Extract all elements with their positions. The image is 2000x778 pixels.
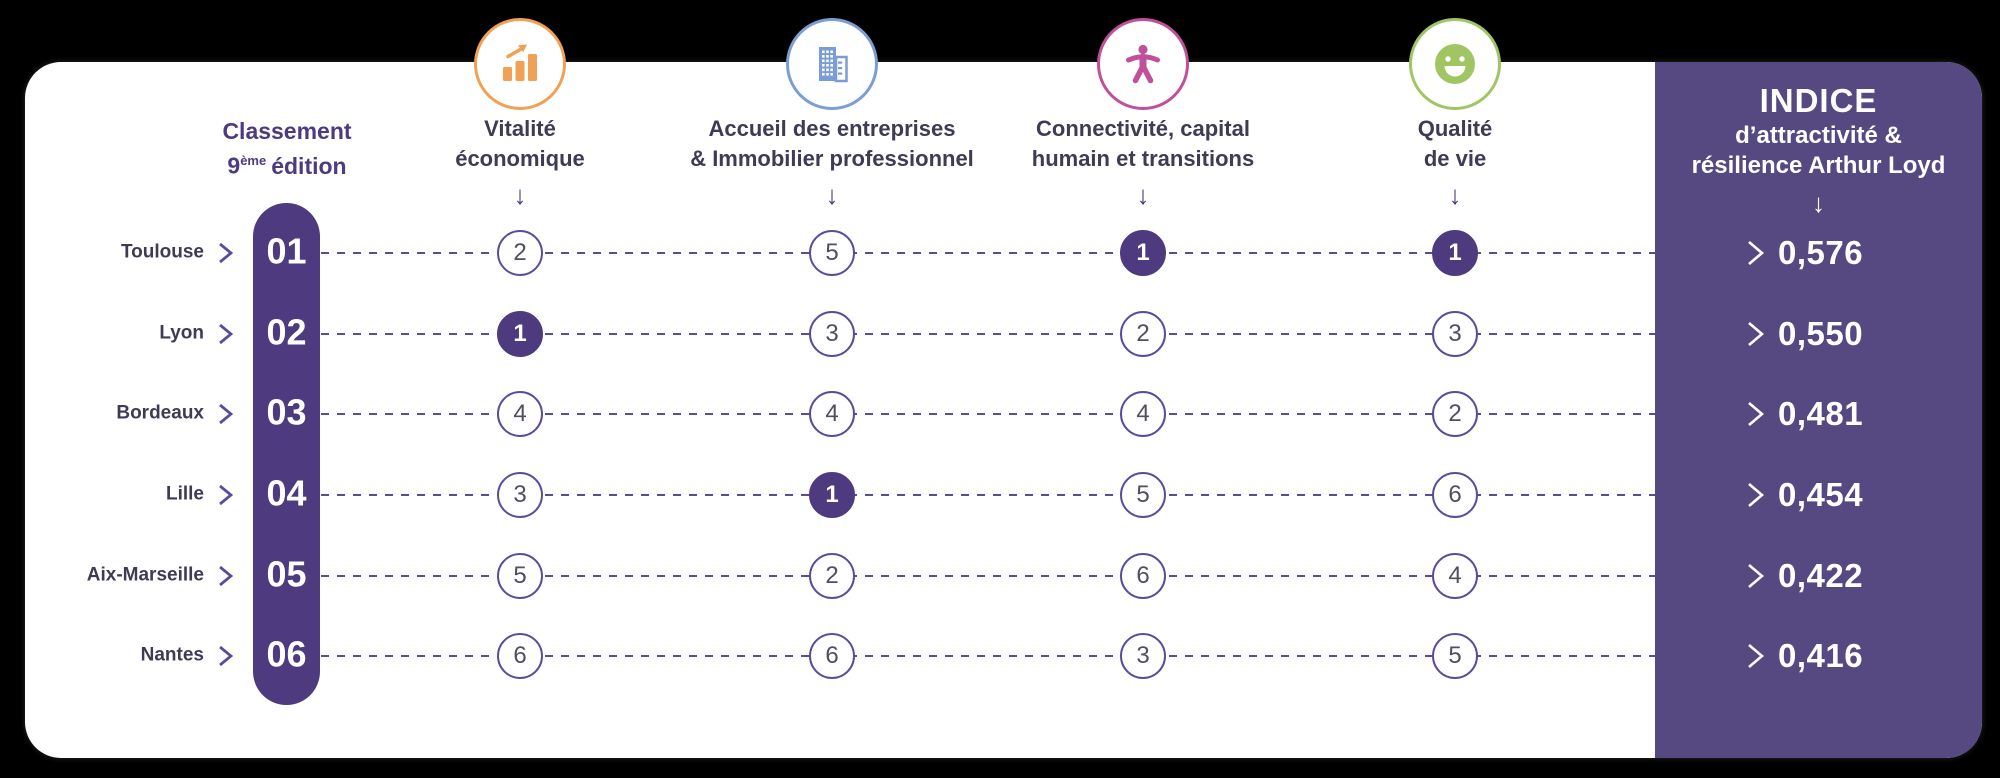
score-circle: 3 (1432, 311, 1478, 357)
city-label: Nantes (140, 644, 204, 666)
city-label: Aix-Marseille (86, 564, 204, 586)
score-circle-top-rank: 1 (809, 472, 855, 518)
down-arrow-icon: ↓ (1136, 180, 1150, 210)
index-panel: INDICE d’attractivité & résilience Arthu… (1655, 62, 1982, 758)
score-circle: 2 (1432, 391, 1478, 437)
score-circle: 5 (809, 230, 855, 276)
score-circle-top-rank: 1 (497, 311, 543, 357)
index-value-row: 0,550 (1747, 315, 1863, 353)
index-value-row: 0,422 (1747, 557, 1863, 595)
index-panel-title: INDICE (1759, 82, 1878, 119)
rank-badge: 02 (266, 311, 307, 353)
ranking-bar (253, 203, 320, 705)
chevron-right-icon (1748, 241, 1764, 265)
score-circle: 2 (1120, 311, 1166, 357)
chevron-right-icon (218, 645, 234, 672)
bar-chart-icon (474, 18, 566, 110)
score-circle: 3 (1120, 633, 1166, 679)
score-circle: 4 (1120, 391, 1166, 437)
index-panel-subtitle-line2: résilience Arthur Loyd (1691, 152, 1946, 179)
index-value: 0,422 (1778, 557, 1864, 594)
index-value: 0,481 (1778, 395, 1864, 432)
column-label-accueil: Accueil des entreprises& Immobilier prof… (690, 116, 974, 171)
chevron-right-icon (218, 484, 234, 511)
chevron-right-icon (1748, 483, 1764, 507)
score-circle: 3 (497, 472, 543, 518)
person-icon (1097, 18, 1189, 110)
score-circle-top-rank: 1 (1432, 230, 1478, 276)
rank-badge: 06 (266, 633, 307, 675)
score-circle: 2 (809, 553, 855, 599)
chevron-right-icon (218, 323, 234, 350)
row-dashed-line (321, 575, 1655, 577)
column-header-accueil: Accueil des entreprises& Immobilier prof… (662, 0, 1002, 220)
row-dashed-line (321, 655, 1655, 657)
city-label: Lille (165, 483, 204, 505)
rank-badge: 04 (266, 472, 307, 514)
row-dashed-line (321, 494, 1655, 496)
down-arrow-icon: ↓ (825, 180, 839, 210)
score-circle: 3 (809, 311, 855, 357)
building-icon (786, 18, 878, 110)
rank-badge: 03 (266, 391, 307, 433)
down-arrow-icon: ↓ (1448, 180, 1462, 210)
rank-badge: 01 (266, 230, 307, 272)
rank-badge: 05 (266, 553, 307, 595)
index-value-row: 0,481 (1747, 395, 1863, 433)
index-panel-subtitle: d’attractivité & résilience Arthur Loyd (1655, 121, 1982, 181)
chevron-right-icon (1748, 322, 1764, 346)
index-panel-subtitle-line1: d’attractivité & (1735, 122, 1902, 149)
index-value-row: 0,576 (1747, 234, 1863, 272)
down-arrow-icon: ↓ (513, 180, 527, 210)
city-label: Bordeaux (116, 402, 204, 424)
score-circle: 6 (1120, 553, 1166, 599)
score-circle: 4 (497, 391, 543, 437)
score-circle: 2 (497, 230, 543, 276)
score-circle: 6 (809, 633, 855, 679)
index-value: 0,550 (1778, 315, 1864, 352)
score-circle: 5 (1120, 472, 1166, 518)
chevron-right-icon (1748, 402, 1764, 426)
chevron-right-icon (218, 403, 234, 430)
down-arrow-icon: ↓ (1812, 188, 1825, 218)
score-circle: 4 (809, 391, 855, 437)
index-value-row: 0,416 (1747, 637, 1863, 675)
classement-title-line1: Classement (222, 118, 352, 144)
score-circle: 5 (497, 553, 543, 599)
score-circle: 5 (1432, 633, 1478, 679)
score-circle: 4 (1432, 553, 1478, 599)
score-circle: 6 (497, 633, 543, 679)
chevron-right-icon (218, 242, 234, 269)
index-value-row: 0,454 (1747, 476, 1863, 514)
smiley-icon (1409, 18, 1501, 110)
row-dashed-line (321, 413, 1655, 415)
score-circle-top-rank: 1 (1120, 230, 1166, 276)
score-circle: 6 (1432, 472, 1478, 518)
chevron-right-icon (1748, 564, 1764, 588)
chevron-right-icon (218, 565, 234, 592)
index-value: 0,416 (1778, 637, 1864, 674)
city-label: Toulouse (120, 241, 204, 263)
city-label: Lyon (159, 322, 204, 344)
index-value: 0,576 (1778, 234, 1864, 271)
index-value: 0,454 (1778, 476, 1864, 513)
chevron-right-icon (1748, 644, 1764, 668)
row-dashed-line (321, 252, 1655, 254)
row-dashed-line (321, 333, 1655, 335)
